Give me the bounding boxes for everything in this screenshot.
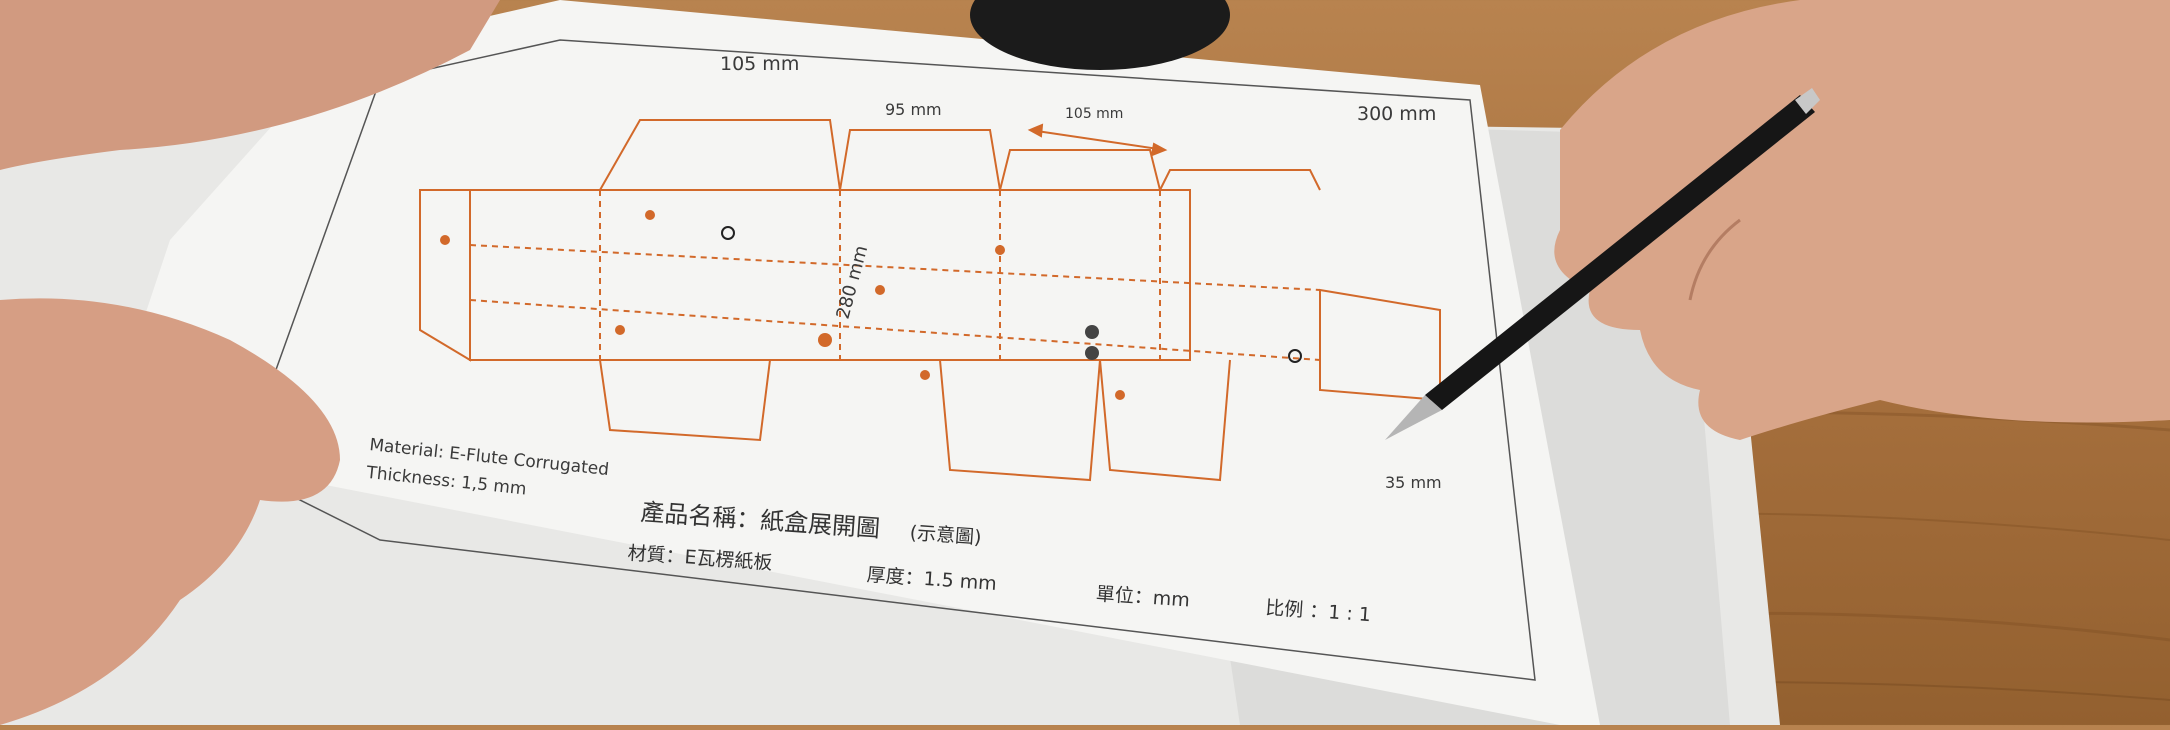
right-hand: [1554, 0, 2170, 440]
box-dieline: [419, 119, 1441, 482]
dim-top-mid: 95 mm: [885, 100, 942, 119]
mouse: [970, 0, 1230, 70]
left-hand-top: [0, 0, 500, 170]
dim-top-left: 105 mm: [720, 53, 799, 75]
left-hand-bottom: [0, 298, 340, 725]
drawing-sheet: [110, 0, 1600, 725]
dim-top-arrow: 105 mm: [1065, 106, 1123, 122]
right-hand-knuckle: [1688, 218, 1741, 301]
dieline-markers: [440, 210, 1125, 400]
dimension-arrow: [1027, 123, 1168, 157]
title-schematic: (示意圖): [909, 522, 982, 549]
dieline-holes: [721, 226, 1302, 363]
dim-bottom-right: 35 mm: [1385, 473, 1442, 492]
dim-top-right: 300 mm: [1357, 103, 1436, 125]
pen: [1385, 88, 1820, 440]
